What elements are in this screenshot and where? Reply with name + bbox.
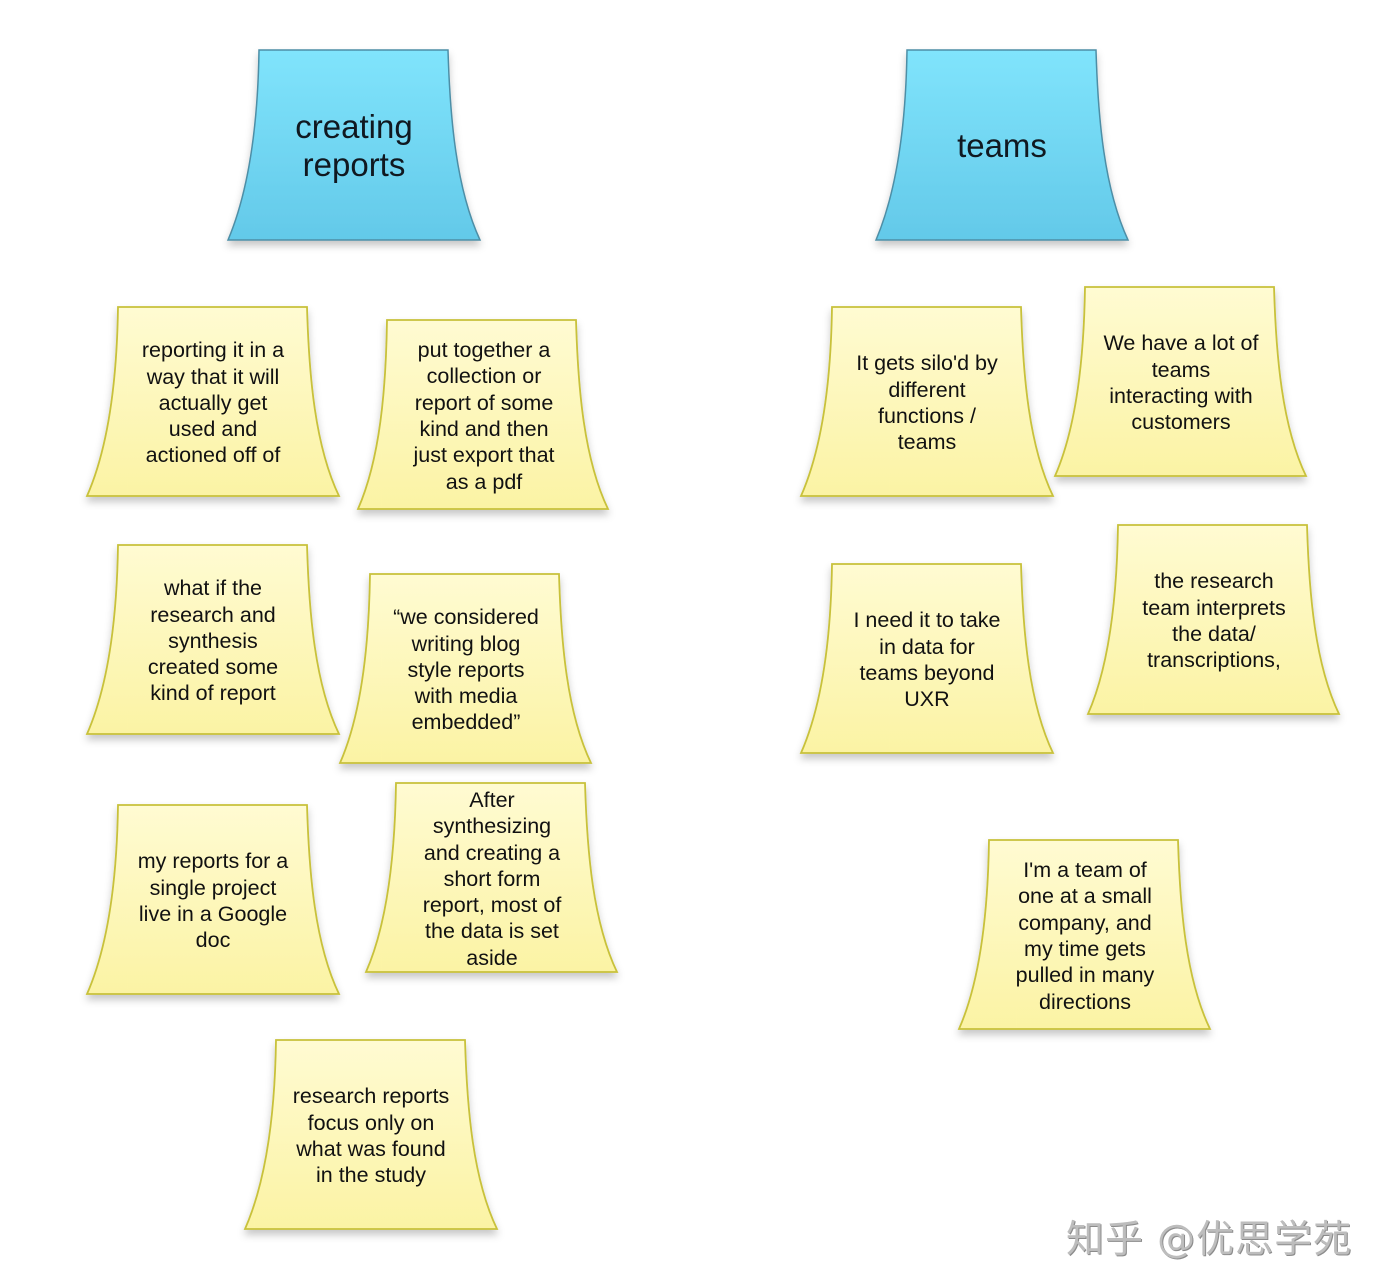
note-text: I need it to take in data for teams beyo… <box>853 608 1001 712</box>
note-shape <box>85 544 341 735</box>
note-text: my reports for a single project live in … <box>137 849 289 953</box>
note-text: “we considered writing blog style report… <box>393 605 539 735</box>
sticky-note[interactable]: my reports for a single project live in … <box>85 804 341 998</box>
sticky-note[interactable]: reporting it in a way that it will actua… <box>85 306 341 500</box>
sticky-note[interactable]: I need it to take in data for teams beyo… <box>799 563 1055 757</box>
sticky-note[interactable]: After synthesizing and creating a short … <box>364 782 620 976</box>
sticky-note[interactable]: We have a lot of teams interacting with … <box>1053 286 1309 480</box>
sticky-note[interactable]: I'm a team of one at a small company, an… <box>957 839 1213 1033</box>
note-shape <box>85 804 341 995</box>
sticky-note[interactable]: what if the research and synthesis creat… <box>85 544 341 738</box>
note-text: After synthesizing and creating a short … <box>422 787 562 970</box>
card-shape <box>874 49 1130 241</box>
header-label: teams <box>957 127 1047 164</box>
note-text: research reports focus only on what was … <box>292 1084 450 1188</box>
sticky-note[interactable]: put together a collection or report of s… <box>356 319 612 513</box>
note-text: what if the research and synthesis creat… <box>147 576 279 706</box>
note-text: the research team interprets the data/ t… <box>1142 569 1286 673</box>
note-shape <box>364 782 619 973</box>
header-card-creating-reports[interactable]: creating reports <box>226 48 482 244</box>
note-shape <box>243 1039 499 1230</box>
sticky-note[interactable]: the research team interprets the data/ t… <box>1086 524 1342 718</box>
header-card-teams[interactable]: teams <box>874 48 1130 244</box>
note-text: put together a collection or report of s… <box>413 338 555 494</box>
watermark-text: 知乎 @优思学苑 <box>1066 1217 1353 1261</box>
note-shape <box>85 306 341 497</box>
note-text: We have a lot of teams interacting with … <box>1103 331 1259 435</box>
card-shape <box>226 49 482 241</box>
note-shape <box>957 839 1212 1030</box>
sticky-note[interactable]: “we considered writing blog style report… <box>338 573 594 767</box>
note-shape <box>799 563 1055 754</box>
note-shape <box>356 319 610 510</box>
note-shape <box>799 306 1055 497</box>
sticky-note[interactable]: It gets silo'd by different functions / … <box>799 306 1055 500</box>
note-shape <box>1086 524 1341 715</box>
header-label: creating reports <box>295 108 413 183</box>
note-text: reporting it in a way that it will actua… <box>141 338 285 468</box>
note-text: It gets silo'd by different functions / … <box>856 351 998 455</box>
note-shape <box>1053 286 1308 477</box>
note-shape <box>338 573 593 764</box>
sticky-note[interactable]: research reports focus only on what was … <box>243 1039 499 1233</box>
note-text: I'm a team of one at a small company, an… <box>1015 858 1155 1014</box>
